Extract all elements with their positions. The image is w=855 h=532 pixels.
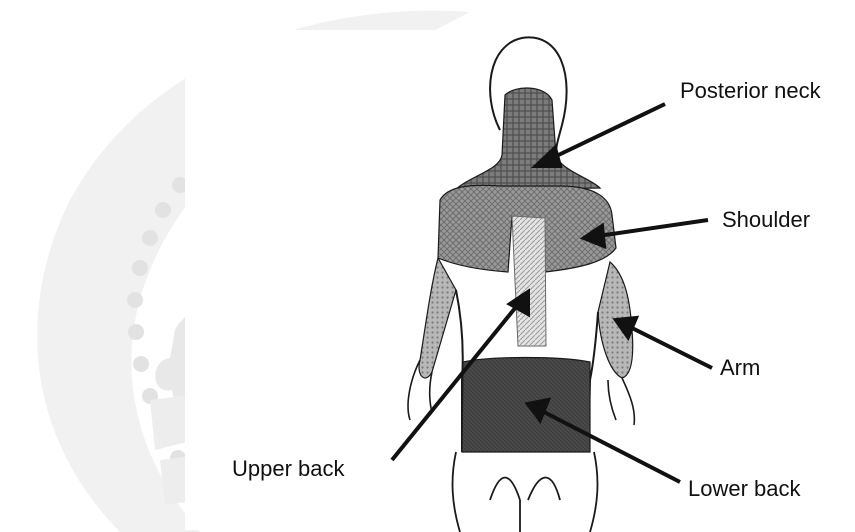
arrow-shoulder — [598, 220, 708, 236]
label-upper-back: Upper back — [232, 458, 345, 480]
label-arm: Arm — [720, 357, 760, 379]
label-lower-back: Lower back — [688, 478, 801, 500]
label-shoulder: Shoulder — [722, 209, 810, 231]
lower-back-region — [462, 358, 590, 453]
label-posterior-neck: Posterior neck — [680, 80, 821, 102]
posterior-neck-region — [455, 88, 600, 190]
hips-outline — [453, 452, 598, 532]
upper-back-region — [512, 216, 546, 346]
left-arm-region — [419, 258, 456, 378]
arrow-arm — [628, 326, 712, 368]
